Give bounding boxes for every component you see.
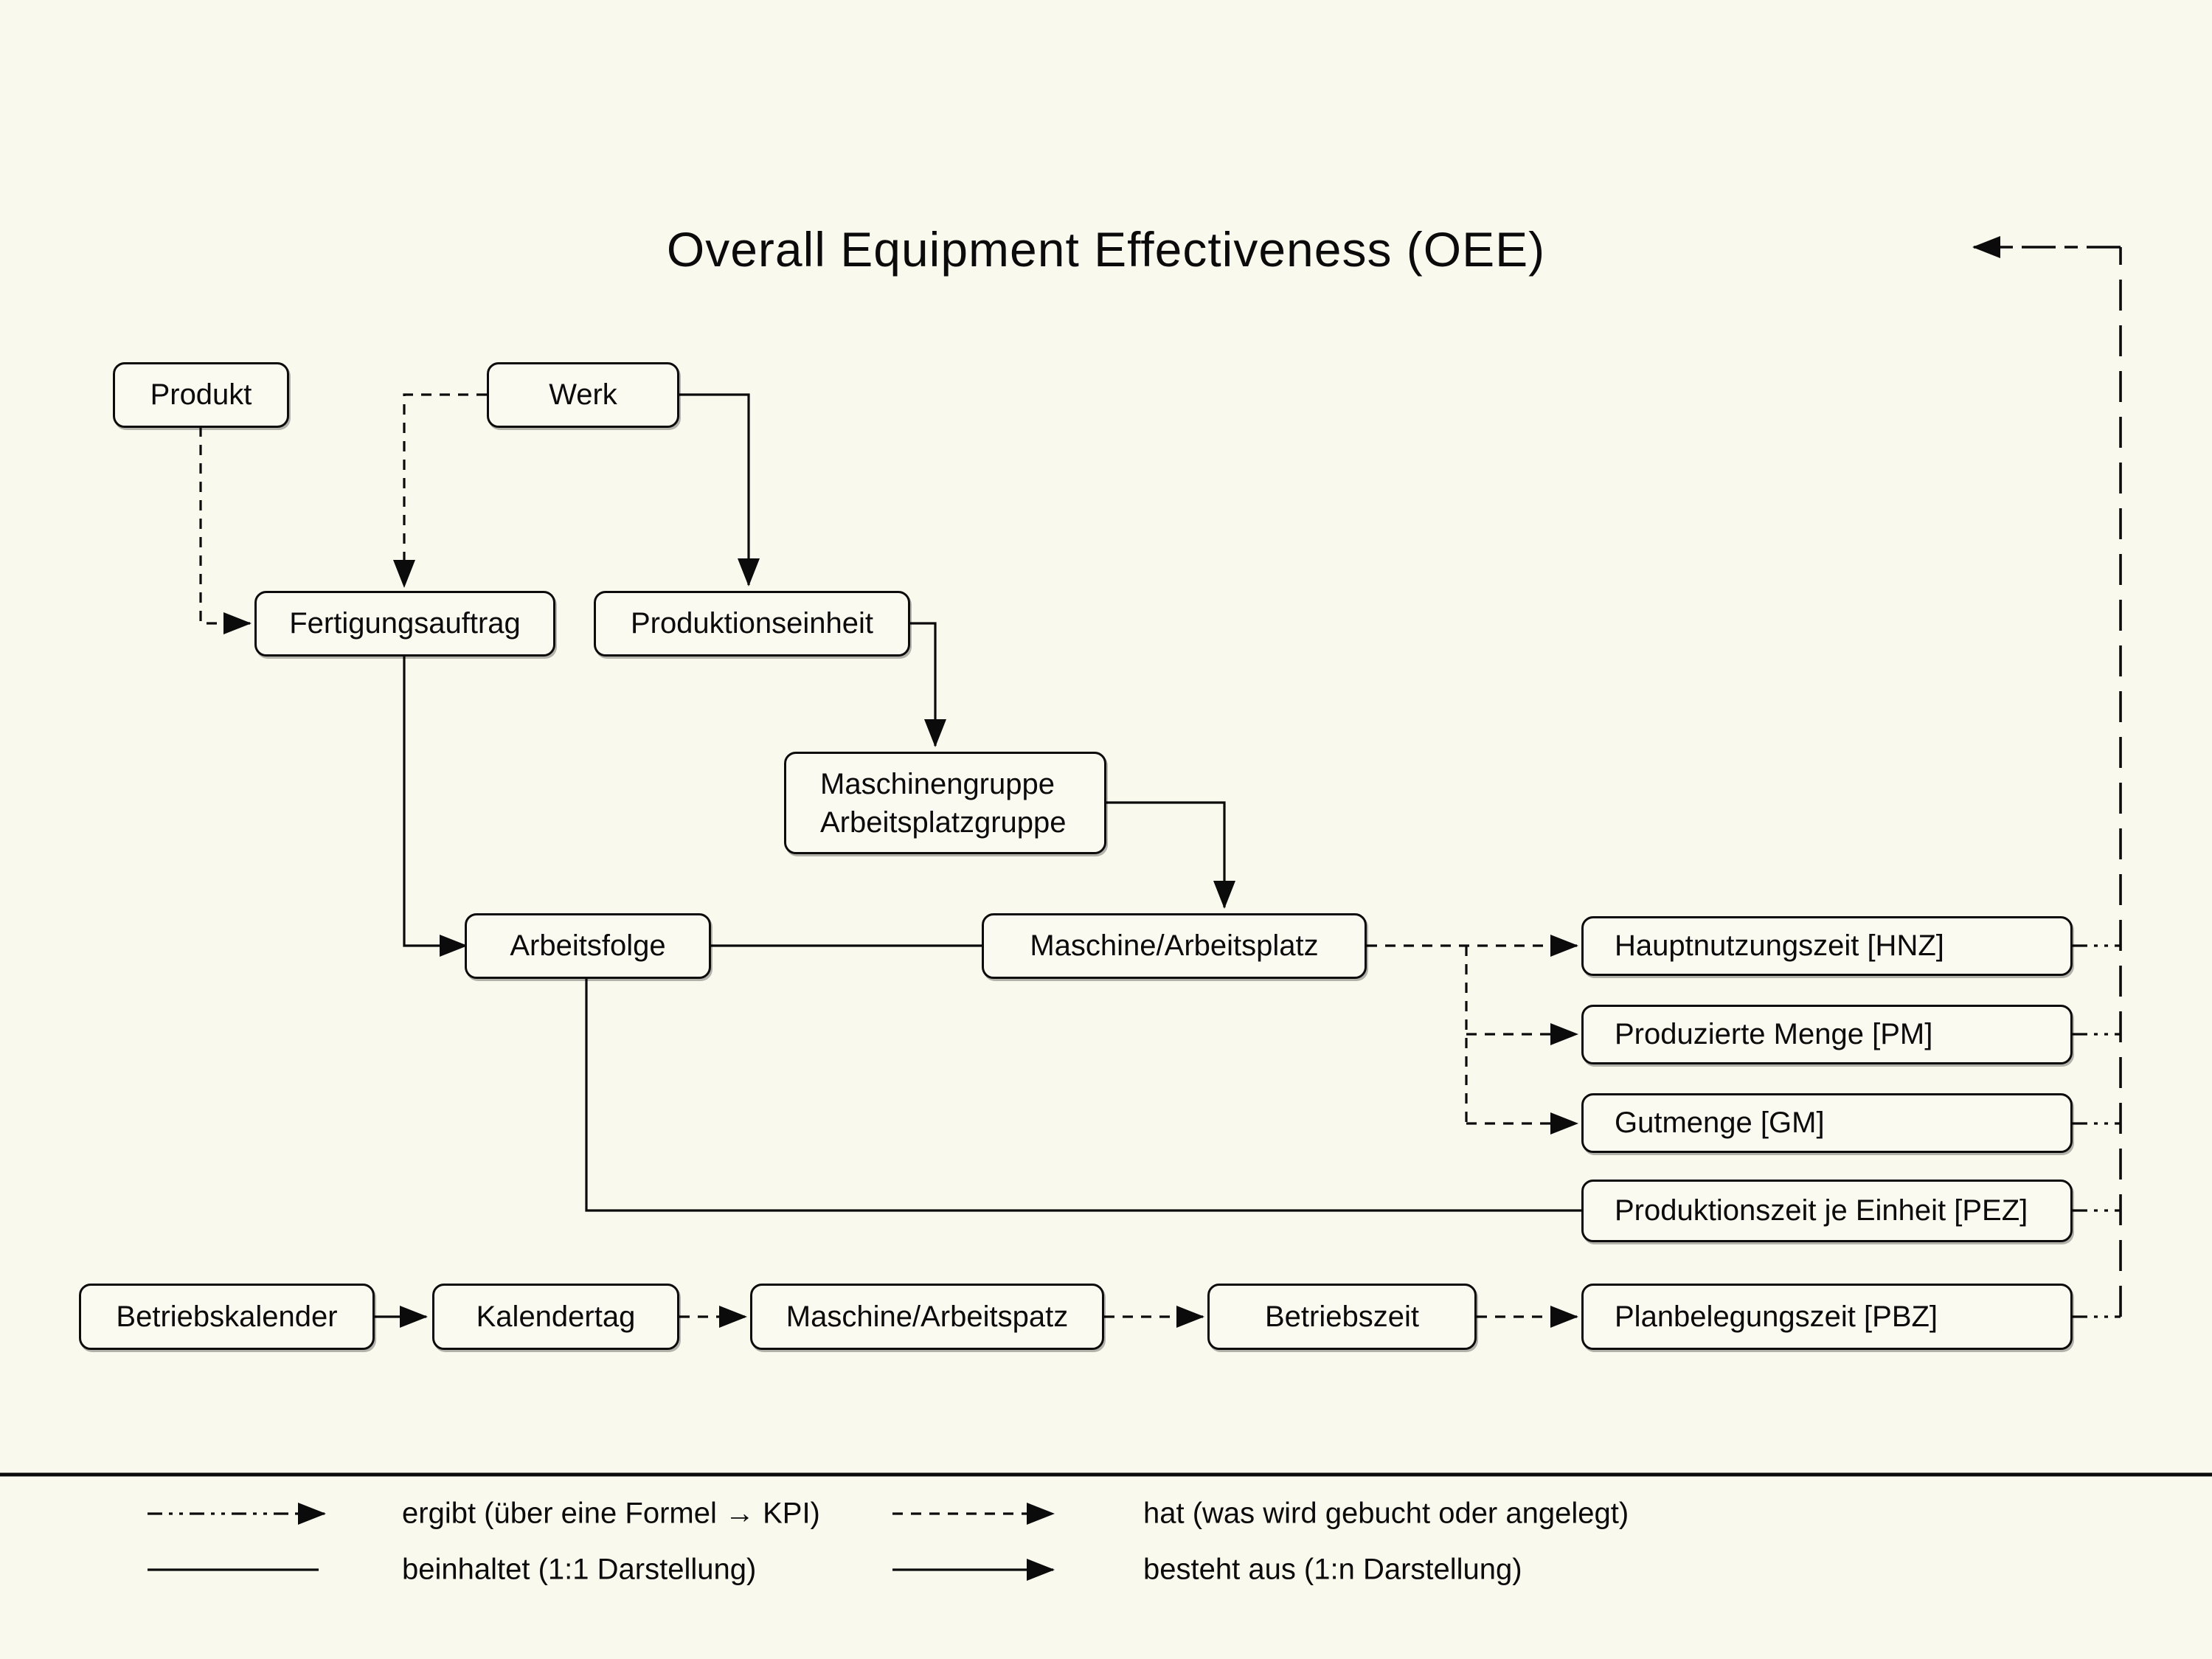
node-werk-label: Werk [549, 378, 617, 411]
node-kalendertag-label: Kalendertag [476, 1300, 636, 1333]
connector-maschinengruppe-maschine-arbeitsplatz [1106, 801, 1235, 909]
node-produzierte-menge-label: Produzierte Menge [PM] [1615, 1018, 1933, 1050]
node-fertigungsauftrag: Fertigungsauftrag [254, 591, 555, 657]
node-maschine-arbeitsplatz-label: Maschine/Arbeitsplatz [1030, 929, 1319, 962]
node-produktionszeit-je-einheit: Produktionszeit je Einheit [PEZ] [1581, 1180, 2073, 1242]
node-betriebskalender-label: Betriebskalender [116, 1300, 338, 1333]
legend-label-ergibt: ergibt (über eine Formel → KPI) [402, 1497, 820, 1530]
node-planbelegungszeit: Planbelegungszeit [PBZ] [1581, 1284, 2073, 1350]
connector-produktionseinheit-maschinengruppe [910, 622, 946, 747]
connector-produkt-fertigungsauftrag [199, 426, 252, 634]
node-gutmenge: Gutmenge [GM] [1581, 1093, 2073, 1153]
node-maschine-arbeitsplatz: Maschine/Arbeitsplatz [982, 913, 1367, 979]
node-produktionseinheit-label: Produktionseinheit [630, 607, 874, 640]
node-betriebszeit-label: Betriebszeit [1265, 1300, 1419, 1333]
node-produktionszeit-je-einheit-label: Produktionszeit je Einheit [PEZ] [1615, 1194, 2028, 1227]
node-produkt-label: Produkt [150, 378, 252, 411]
node-maschine-arbeitspatz-label: Maschine/Arbeitspatz [786, 1300, 1069, 1333]
node-hauptnutzungszeit-label: Hauptnutzungszeit [HNZ] [1615, 929, 1944, 962]
legend-label-besteht-aus: besteht aus (1:n Darstellung) [1143, 1553, 1522, 1586]
node-planbelegungszeit-label: Planbelegungszeit [PBZ] [1615, 1300, 1938, 1333]
node-betriebskalender: Betriebskalender [79, 1284, 375, 1350]
node-werk: Werk [487, 362, 679, 428]
connector-werk-fertigungsauftrag [393, 393, 487, 588]
node-maschinengruppe-label-line2: Arbeitsplatzgruppe [820, 806, 1067, 839]
node-arbeitsfolge-label: Arbeitsfolge [510, 929, 666, 962]
connector-werk-produktionseinheit [679, 393, 760, 586]
legend-label-beinhaltet: beinhaltet (1:1 Darstellung) [402, 1553, 757, 1586]
node-maschine-arbeitspatz: Maschine/Arbeitspatz [750, 1284, 1104, 1350]
node-maschinengruppe: Maschinengruppe Arbeitsplatzgruppe [784, 752, 1106, 854]
legend-label-hat: hat (was wird gebucht oder angelegt) [1143, 1497, 1629, 1530]
node-fertigungsauftrag-label: Fertigungsauftrag [289, 607, 521, 640]
node-produkt: Produkt [113, 362, 289, 428]
node-produzierte-menge: Produzierte Menge [PM] [1581, 1005, 2073, 1064]
connector-fertigungsauftrag-arbeitsfolge [403, 657, 468, 957]
node-hauptnutzungszeit: Hauptnutzungszeit [HNZ] [1581, 916, 2073, 976]
node-kalendertag: Kalendertag [432, 1284, 679, 1350]
node-betriebszeit: Betriebszeit [1207, 1284, 1477, 1350]
node-arbeitsfolge: Arbeitsfolge [465, 913, 711, 979]
node-gutmenge-label: Gutmenge [GM] [1615, 1106, 1825, 1139]
node-produktionseinheit: Produktionseinheit [594, 591, 910, 657]
connector-arbeitsfolge-produktionszeit [585, 979, 1581, 1212]
diagram-title: Overall Equipment Effectiveness (OEE) [666, 222, 1546, 277]
node-maschinengruppe-label-line1: Maschinengruppe [820, 767, 1055, 800]
